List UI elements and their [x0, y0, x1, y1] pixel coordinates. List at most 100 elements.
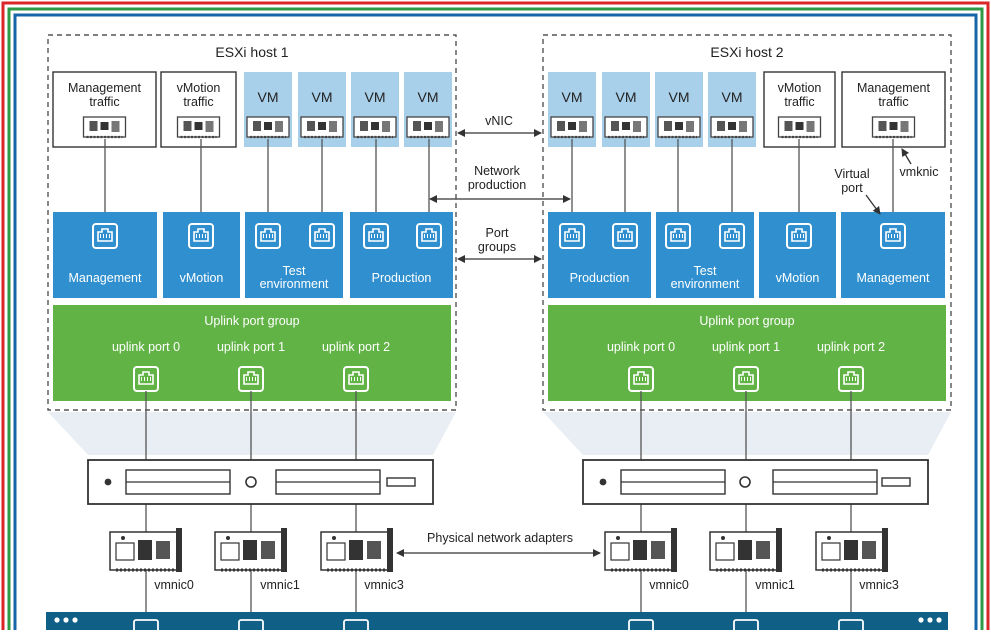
nic-bracket — [387, 528, 393, 572]
port-group: Management — [53, 212, 157, 298]
vm-label: VM — [258, 89, 279, 105]
nic-chip — [795, 122, 804, 130]
switch-dots-right — [918, 617, 942, 623]
nic-chip — [371, 122, 379, 130]
server-chassis — [582, 459, 929, 505]
nic-chip — [686, 121, 694, 132]
port-group-label-line1: Test — [694, 264, 717, 278]
server-slot — [386, 477, 416, 487]
nic-chip — [611, 121, 619, 131]
frame-green — [7, 7, 984, 635]
nic-chip — [413, 121, 421, 131]
vmnic-label: vmnic0 — [154, 578, 194, 592]
port-group-label-line2: environment — [671, 277, 740, 291]
vm-box: VM — [602, 72, 650, 147]
port-outline — [719, 223, 745, 249]
traffic-label-line2: traffic — [784, 95, 814, 109]
port-outline — [880, 223, 906, 249]
nic-chip — [784, 121, 793, 131]
physical-nic — [604, 528, 677, 572]
uplink-group-fill — [548, 305, 946, 401]
uplink-port-label: uplink port 2 — [322, 340, 390, 354]
nic-chip — [821, 542, 841, 561]
port-outline — [612, 223, 638, 249]
nic-chip — [115, 542, 135, 561]
nic-chip — [360, 121, 368, 131]
vnic-icon — [353, 116, 397, 139]
port-group: Management — [841, 212, 945, 298]
nic-chip — [889, 122, 898, 130]
port-outline — [309, 223, 335, 249]
port-jack — [314, 228, 330, 242]
port-outline — [416, 223, 442, 249]
vmknic-arrow — [901, 148, 912, 165]
nic-led — [721, 536, 725, 540]
nic-chip — [326, 542, 346, 561]
port-group-label: vMotion — [180, 271, 224, 285]
nic-chip — [557, 121, 565, 131]
port-jack — [738, 371, 754, 385]
nic-chip — [382, 121, 390, 132]
vm-box: VM — [404, 72, 452, 147]
server-button — [245, 476, 257, 488]
nic-bracket — [176, 528, 182, 572]
esxi-host-2: ESXi host 2vMotiontrafficManagementtraff… — [542, 34, 952, 612]
physical-adapters-label: Physical network adapters — [427, 531, 573, 545]
port-jack — [260, 228, 276, 242]
nic-chip — [307, 121, 315, 131]
port-group: vMotion — [759, 212, 836, 298]
port-jack — [138, 371, 154, 385]
vmknic-icon — [82, 116, 127, 139]
nic-chip — [738, 540, 752, 560]
vm-label: VM — [669, 89, 690, 105]
port-outline — [363, 223, 389, 249]
nic-chip — [435, 121, 443, 132]
nic-bracket — [882, 528, 888, 572]
nic-chip — [261, 541, 275, 559]
nic-chip — [633, 121, 641, 132]
nic-chip — [675, 122, 683, 130]
server-slot — [881, 477, 911, 487]
nic-chip — [424, 122, 432, 130]
port-groups-label-line1: Port — [486, 226, 509, 240]
port-outline — [255, 223, 281, 249]
nic-chip — [138, 540, 152, 560]
traffic-label-line1: vMotion — [778, 81, 822, 95]
vnic-icon — [406, 116, 450, 139]
nic-chip — [715, 542, 735, 561]
port-group-label-line2: environment — [260, 277, 329, 291]
virtual-port-icon — [255, 223, 281, 249]
traffic-label-line1: Management — [857, 81, 930, 95]
uplink-port-label: uplink port 0 — [607, 340, 675, 354]
vmknic-icon — [176, 116, 221, 139]
port-jack — [724, 228, 740, 242]
port-group-fill — [245, 212, 343, 298]
server-button — [739, 476, 751, 488]
uplink-group-label: Uplink port group — [699, 314, 794, 328]
nic-chip — [717, 121, 725, 131]
vnic-icon — [300, 116, 344, 139]
port-jack — [348, 371, 364, 385]
vmnic-label: vmnic3 — [364, 578, 404, 592]
port-jack — [617, 228, 633, 242]
nic-chip — [349, 540, 363, 560]
port-jack — [633, 371, 649, 385]
host-projection — [48, 412, 456, 455]
nic-chip — [156, 541, 170, 559]
traffic-box-frame — [841, 71, 946, 148]
vnic-icon — [550, 116, 594, 139]
nic-chip — [844, 540, 858, 560]
nic-chip — [728, 122, 736, 130]
vnic-icon — [246, 116, 290, 139]
vmnic-label: vmnic1 — [755, 578, 795, 592]
traffic-label-line2: traffic — [878, 95, 908, 109]
vm-label: VM — [418, 89, 439, 105]
virtual-port-icon — [363, 223, 389, 249]
